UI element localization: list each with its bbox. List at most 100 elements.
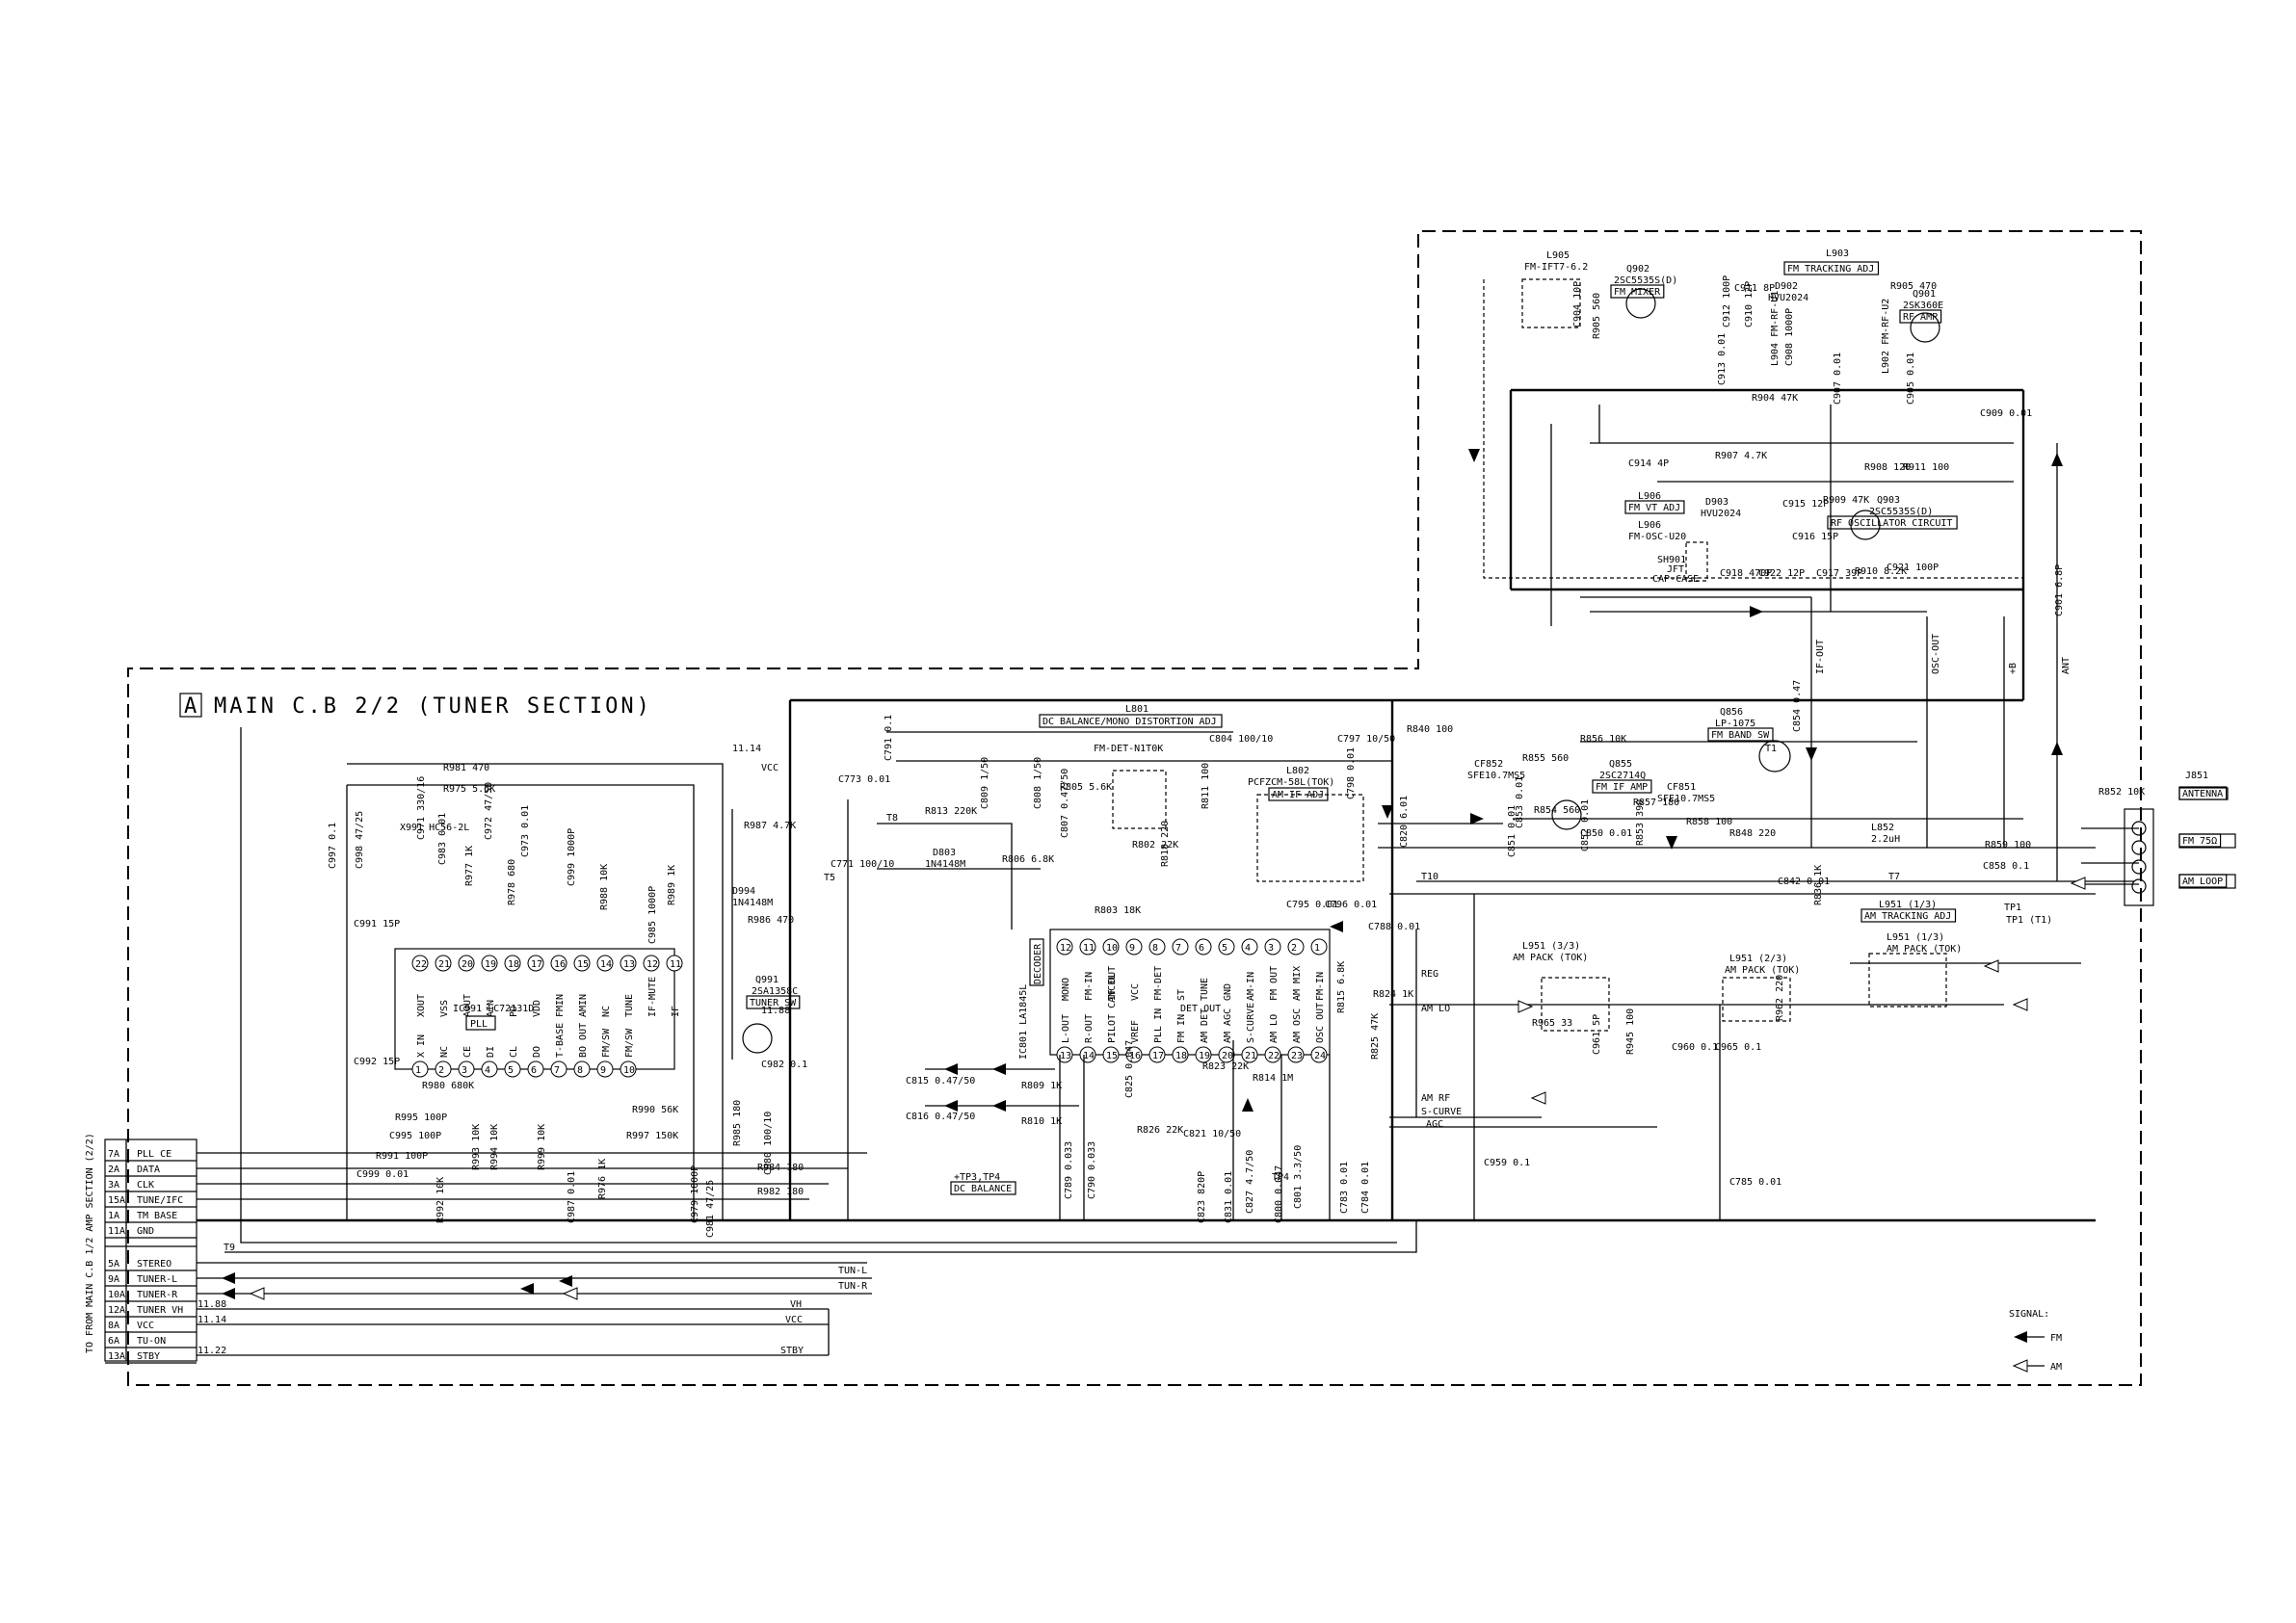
annotation-frame <box>746 995 801 1009</box>
connector-pin: 9A <box>108 1274 119 1285</box>
part-label-c905: C905 0.01 <box>1906 353 1916 405</box>
rail-agc: AGC <box>1426 1119 1443 1130</box>
rail-11-88-b: 11.88 <box>198 1299 226 1310</box>
arrow-fm-right-2 <box>1470 813 1484 825</box>
ic-pin-number: 11 <box>1083 943 1095 954</box>
part-label-r962: R962 220 <box>1775 975 1785 1021</box>
annotation-tp2: DC BALANCE <box>954 1184 1012 1194</box>
ic-pin <box>1125 1046 1143 1063</box>
arrow-fm-left-6 <box>222 1288 235 1299</box>
ic-pin-number: 22 <box>1268 1051 1280 1061</box>
part-label-c823: C823 820P <box>1197 1171 1207 1223</box>
rail-reg: REG <box>1421 969 1438 980</box>
ic801-name: IC801 LA1845L <box>1018 984 1029 1060</box>
sh901-case <box>1685 541 1708 582</box>
ic-pin-function: X IN <box>416 1034 427 1058</box>
part-label-c998: C998 47/25 <box>355 811 365 869</box>
part-label-tp1: TP1 <box>2004 903 2021 913</box>
annotation-d903b: HVU2024 <box>1701 509 1741 519</box>
annotation-d903: D903 <box>1705 497 1729 508</box>
annotation-d994b: 1N4148M <box>732 898 773 908</box>
connector-pin: 6A <box>108 1336 119 1347</box>
ic-pin-number: 2 <box>438 1065 444 1076</box>
arrow-fm-left-4 <box>992 1100 1006 1112</box>
ic-pin-function: NC <box>601 1006 612 1017</box>
annotation-sh901c: CAP-CASE <box>1652 574 1699 585</box>
j851-pin-1 <box>2131 821 2147 836</box>
arrow-fm-right-1 <box>1750 606 1763 617</box>
arrow-am-left-1 <box>1530 1091 1546 1105</box>
part-label-c917: C917 39P <box>1816 568 1862 579</box>
annotation-l852b: 2.2uH <box>1871 834 1900 845</box>
ic-pin-function: IF OUT <box>1107 966 1118 1001</box>
connector-signal: TU-ON <box>137 1336 166 1347</box>
annotation-frame <box>1039 714 1223 728</box>
part-label-c961: C961 5P <box>1592 1014 1602 1055</box>
j851-pin-2 <box>2131 840 2147 855</box>
main-wiring <box>197 388 2139 1356</box>
part-label-r826: R826 22K <box>1137 1125 1183 1136</box>
q855-transistor <box>1551 799 1582 830</box>
annotation-l951c: L951 (3/3) <box>1522 941 1580 952</box>
arrow-am-left-6 <box>562 1287 578 1300</box>
ic-pin-number: 1 <box>415 1065 421 1076</box>
part-label-tp1b: TP1 (T1) <box>2006 915 2052 926</box>
part-label-r803: R803 18K <box>1095 905 1141 916</box>
ic-pin-function: S-CURVE <box>1246 1003 1256 1043</box>
annotation-det: DET OUT <box>1180 1004 1221 1014</box>
ic-pin-function: VSS <box>439 1000 450 1017</box>
ic-pin <box>573 955 591 972</box>
part-label-c908: C908 1000P <box>1784 308 1795 366</box>
ic-pin-number: 13 <box>623 959 635 970</box>
part-label-c853: C853 0.01 <box>1515 776 1525 828</box>
part-label-r858: R858 100 <box>1686 817 1732 827</box>
part-label-c982: C982 0.1 <box>761 1060 807 1070</box>
part-label-c915: C915 12P <box>1782 499 1829 510</box>
annotation-l951a: L951 (1/3) <box>1879 900 1937 910</box>
ic-pin-number: 17 <box>1152 1051 1164 1061</box>
arrow-fm-up-1 <box>2051 453 2063 466</box>
ic-pin <box>1172 938 1189 955</box>
ic-pin-function: L-OUT <box>1061 1014 1071 1043</box>
annotation-q903b: 2SC5535S(D) <box>1869 507 1933 517</box>
part-label-c922: C922 12P <box>1758 568 1805 579</box>
ic801-decoder: IC801 LA1845L DECODER 12MONO11FM-IN10IF … <box>1018 929 1331 1063</box>
part-label-c997: C997 0.1 <box>328 823 338 869</box>
part-label-tp4: TP4 <box>1272 1172 1289 1183</box>
ic-pin-number: 3 <box>462 1065 467 1076</box>
ic-pin-function: AIN <box>486 1000 496 1017</box>
part-label-c783: C783 0.01 <box>1339 1162 1350 1214</box>
part-label-c798: C798 0.01 <box>1346 747 1357 799</box>
ic-pin-number: 20 <box>462 959 473 970</box>
part-label-r859: R859 100 <box>1985 840 2031 851</box>
ic-pin-number: 19 <box>1199 1051 1210 1061</box>
ic-pin-function: AM LO <box>1269 1014 1280 1043</box>
ic-pin-number: 7 <box>1175 943 1181 954</box>
connector-signal: TUNE/IFC <box>137 1195 183 1206</box>
part-label-r997: R997 150K <box>626 1131 678 1141</box>
ic-pin-function: PILOT CANCEL <box>1107 974 1118 1043</box>
part-label-r986: R986 470 <box>748 915 794 926</box>
t8-line <box>877 823 1013 929</box>
part-label-c991: C991 15P <box>354 919 400 929</box>
annotation-d902: D902 <box>1775 281 1798 292</box>
rail-11-88-a: 11.88 <box>761 1006 790 1016</box>
part-label-c983: C983 0.01 <box>437 813 448 865</box>
ic-pin-function: XOUT <box>416 994 427 1017</box>
l801-pack <box>1112 770 1167 829</box>
annotation-l802: L802 <box>1286 766 1309 776</box>
part-label-r806: R806 6.8K <box>1002 854 1054 865</box>
part-label-r992: R992 10K <box>435 1177 446 1223</box>
ic-pin-function: AM-IN <box>1246 972 1256 1001</box>
ic-pin <box>481 955 498 972</box>
part-label-r985: R985 180 <box>732 1100 743 1146</box>
part-label-c916: C916 15P <box>1792 532 1838 542</box>
part-label-r824: R824 1K <box>1373 989 1413 1000</box>
part-label-r910: R910 8.2K <box>1855 566 1907 577</box>
ic-pin-function: BO OUT <box>578 1023 589 1058</box>
ic-pin <box>458 955 475 972</box>
ic-pin-function: CE <box>462 1046 473 1058</box>
ic-pin <box>550 955 567 972</box>
